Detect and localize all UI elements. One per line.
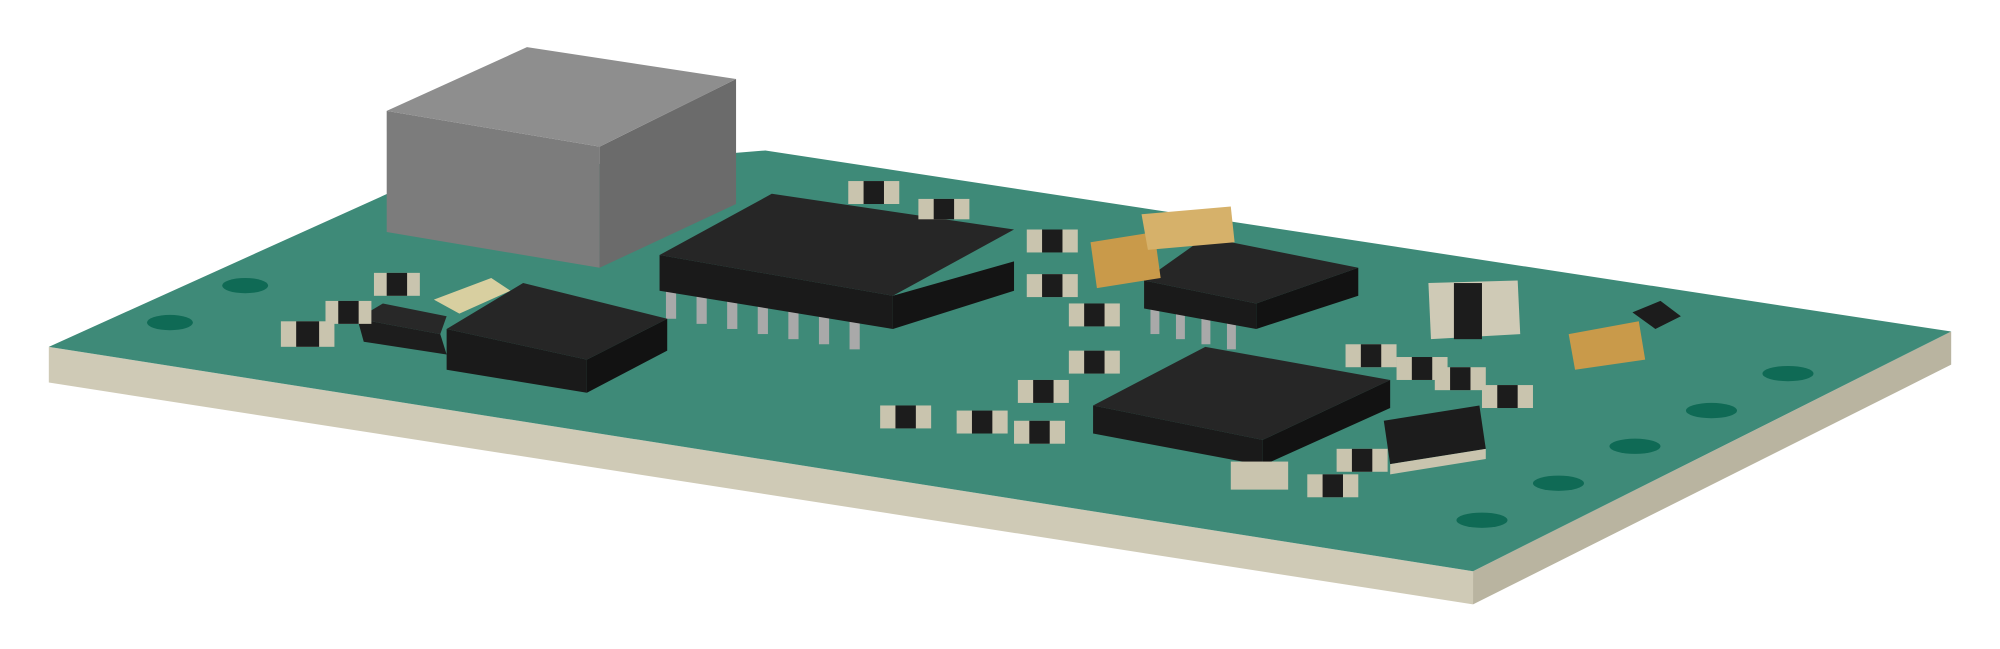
pin <box>1226 318 1236 350</box>
chip-side <box>892 261 1015 329</box>
resistor <box>1345 344 1397 368</box>
board-edge-front-right <box>1473 331 1952 605</box>
capacitor-body <box>1453 283 1482 340</box>
chip-front <box>1093 405 1263 466</box>
resistor <box>1026 229 1078 253</box>
diode <box>1632 300 1681 329</box>
small-soic-chip <box>1144 237 1359 350</box>
resistor <box>325 300 372 324</box>
resistor <box>848 181 900 205</box>
pin <box>849 321 860 350</box>
sot-chip-top <box>357 303 447 335</box>
chip-front <box>1144 280 1257 329</box>
pin <box>696 295 707 324</box>
pin <box>788 311 799 340</box>
board-top <box>48 150 1952 572</box>
chip-front <box>446 328 587 393</box>
via <box>1609 438 1661 454</box>
chip-top <box>1093 346 1391 440</box>
pin <box>1201 313 1211 345</box>
via <box>1456 512 1508 528</box>
chip-top <box>446 283 668 360</box>
resistor <box>956 410 1008 434</box>
resistor <box>1307 474 1359 498</box>
via <box>1762 365 1814 382</box>
chip-front <box>659 255 893 329</box>
capacitors <box>1090 206 1646 370</box>
chip-top <box>1144 237 1359 304</box>
vias <box>146 277 1814 528</box>
resistor <box>1396 357 1448 380</box>
pin <box>665 290 677 319</box>
resistor <box>1026 274 1078 298</box>
pin <box>727 300 738 329</box>
via <box>146 314 193 331</box>
shield-can <box>386 47 737 268</box>
pin <box>818 316 830 345</box>
chip-side <box>586 318 668 393</box>
resistor <box>1068 303 1120 327</box>
crystal <box>433 277 511 314</box>
capacitor <box>1090 232 1161 289</box>
capacitor <box>1568 321 1646 370</box>
resistor <box>1230 461 1289 490</box>
via <box>1532 475 1584 491</box>
resistor-array <box>1383 405 1486 475</box>
capacitor <box>1141 206 1235 250</box>
qfn-chip-center <box>1093 346 1391 466</box>
board-edge-front-left <box>48 346 1474 605</box>
via <box>222 277 269 294</box>
resistor <box>1336 448 1388 472</box>
shield-can-side <box>599 79 737 268</box>
shield-can-top <box>386 47 737 147</box>
resistor <box>1068 350 1120 374</box>
resistor <box>1014 420 1066 444</box>
pin <box>757 306 768 335</box>
pin <box>1150 303 1160 335</box>
pin <box>1175 308 1185 340</box>
resistor <box>373 272 420 296</box>
chip-side <box>1256 267 1359 329</box>
resistor <box>280 321 335 347</box>
resistor <box>1434 367 1486 391</box>
smd-resistors <box>280 181 1681 498</box>
resistor <box>880 405 932 429</box>
chip-pins <box>665 290 860 350</box>
resistor <box>1017 379 1069 403</box>
qfn-chip-left <box>446 283 668 393</box>
resistor <box>1481 385 1533 409</box>
via <box>1685 402 1737 419</box>
sot-chip <box>357 318 447 355</box>
shield-can-front <box>386 110 600 268</box>
chip-side <box>1262 379 1391 466</box>
pcb-board <box>48 150 1952 605</box>
resistor <box>918 198 970 220</box>
